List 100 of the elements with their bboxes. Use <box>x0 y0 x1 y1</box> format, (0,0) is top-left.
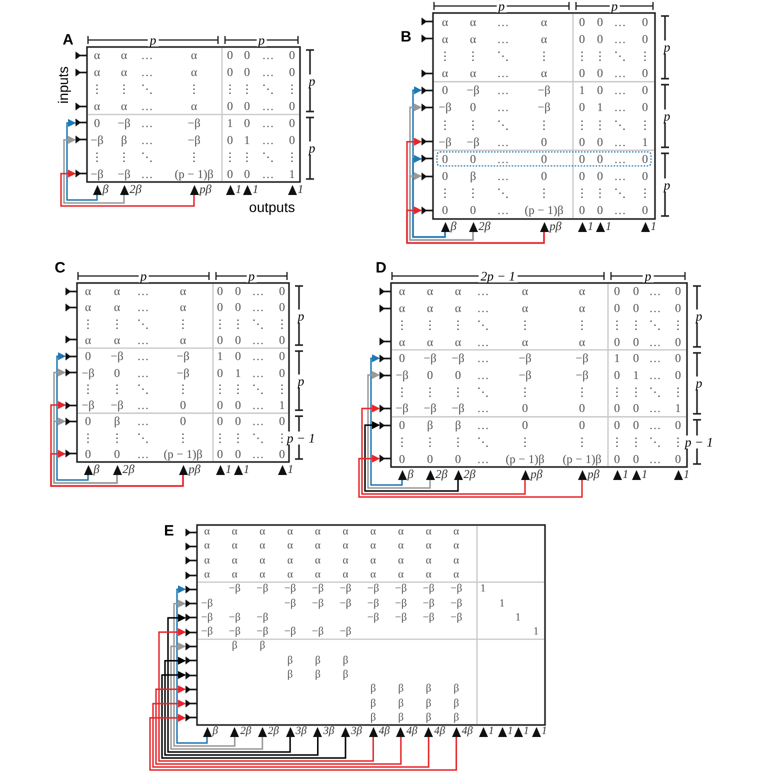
matrix-entry: (p − 1)β <box>174 168 214 180</box>
input-terminal-icon <box>421 34 433 44</box>
matrix-entry: ⋮ <box>82 382 94 395</box>
matrix-entry: α <box>94 100 100 112</box>
matrix-entry: … <box>262 168 274 180</box>
matrix-entry: α <box>314 540 321 552</box>
matrix-entry: β <box>426 698 432 710</box>
matrix-entry: −β <box>438 101 452 114</box>
matrix-entry: ⋮ <box>118 83 130 96</box>
matrix-entry: ⋮ <box>214 382 226 395</box>
matrix-entry: ⋱ <box>141 83 153 96</box>
matrix-entry: 0 <box>633 402 639 414</box>
matrix-entry: … <box>252 334 264 346</box>
matrix-entry: −β <box>367 598 380 610</box>
matrix-entry: −β <box>284 598 296 610</box>
matrix-entry: 0 <box>597 67 603 80</box>
matrix-entry: 0 <box>217 334 223 346</box>
matrix-entry: α <box>180 301 186 314</box>
input-terminal-icon <box>65 286 77 296</box>
input-terminal-icon <box>379 404 391 413</box>
matrix-entry: β <box>315 670 321 680</box>
matrix-entry: ⋮ <box>630 318 642 331</box>
matrix-entry: α <box>454 285 462 298</box>
matrix-entry: α <box>426 285 434 298</box>
matrix-entry: α <box>204 570 210 580</box>
arrow <box>155 685 402 765</box>
dimension-label: p <box>694 310 704 323</box>
matrix-entry: ⋮ <box>232 432 244 444</box>
matrix-entry: α <box>370 555 376 566</box>
matrix-entry: … <box>649 285 661 298</box>
matrix-entry: … <box>137 448 149 460</box>
matrix-entry: −β <box>466 84 480 96</box>
matrix-entry: … <box>141 49 153 62</box>
matrix-entry: −β <box>110 399 124 412</box>
matrix-entry: 0 <box>244 168 250 180</box>
matrix-entry: … <box>137 415 149 428</box>
terminal-label: 4β <box>406 726 418 737</box>
matrix-entry: α <box>398 302 406 314</box>
dimension-label: p <box>662 110 672 122</box>
matrix-entry: … <box>252 448 264 460</box>
matrix-entry: −β <box>518 369 532 381</box>
matrix-entry: 0 <box>235 301 241 314</box>
matrix-entry: −β <box>452 402 464 414</box>
arrow <box>176 585 208 744</box>
matrix-entry: … <box>614 170 626 182</box>
matrix-entry: … <box>614 152 626 165</box>
matrix-entry: −β <box>450 612 462 624</box>
matrix-entry: … <box>477 352 489 364</box>
matrix-entry: β <box>287 670 293 680</box>
matrix-entry: … <box>252 366 264 378</box>
matrix-entry: −β <box>394 598 407 610</box>
matrix-entry: β <box>232 640 238 652</box>
matrix-entry: ⋱ <box>137 318 149 330</box>
matrix-entry: ⋮ <box>576 50 588 62</box>
input-terminal-icon <box>65 400 77 410</box>
matrix-entry: 1 <box>217 350 223 362</box>
matrix-entry: ⋮ <box>439 50 451 62</box>
terminal-label: pβ <box>550 220 562 232</box>
terminal-label: 3β <box>296 726 307 737</box>
matrix-entry: α <box>204 540 210 552</box>
matrix-entry: … <box>262 49 274 62</box>
matrix-entry: β <box>426 712 432 724</box>
matrix-entry: 0 <box>279 301 285 314</box>
matrix-entry: α <box>578 285 586 298</box>
matrix-entry: −β <box>188 116 200 129</box>
input-terminal-icon <box>65 302 77 312</box>
matrix-entry: … <box>141 134 153 146</box>
matrix-entry: ⋮ <box>672 318 684 331</box>
matrix-entry: 1 <box>597 101 603 114</box>
matrix-entry: ⋮ <box>639 118 651 131</box>
matrix-entry: ⋮ <box>224 150 236 163</box>
matrix-entry: β <box>260 640 266 652</box>
matrix-entry: β <box>370 698 376 710</box>
matrix-entry: 1 <box>279 399 285 412</box>
input-terminal-icon <box>379 454 391 464</box>
matrix-entry: … <box>497 16 509 28</box>
matrix-entry: α <box>314 555 321 566</box>
matrix-entry: … <box>649 452 661 465</box>
matrix-entry: β <box>454 712 460 724</box>
matrix-entry: … <box>141 100 153 112</box>
matrix-entry: α <box>114 285 120 298</box>
matrix-entry: α <box>260 540 266 552</box>
matrix-entry: (p − 1)β <box>506 452 544 465</box>
matrix-entry: … <box>262 66 274 78</box>
matrix-entry: −β <box>118 168 130 180</box>
matrix-entry: 0 <box>399 452 405 465</box>
matrix-entry: α <box>454 302 462 314</box>
matrix-entry: −β <box>90 134 104 146</box>
input-terminal-icon <box>379 286 391 296</box>
matrix-entry: α <box>426 302 434 314</box>
input-terminal-icon <box>65 335 77 344</box>
matrix-entry: α <box>578 302 586 314</box>
matrix-entry: 0 <box>470 204 476 216</box>
matrix-entry: 0 <box>399 419 405 432</box>
matrix-entry: α <box>426 540 432 552</box>
terminal-label: 2β <box>478 220 490 232</box>
matrix-entry: … <box>262 134 274 146</box>
matrix-entry: −β <box>394 584 407 595</box>
matrix-entry: 0 <box>114 366 120 378</box>
matrix-entry: 0 <box>94 116 100 129</box>
